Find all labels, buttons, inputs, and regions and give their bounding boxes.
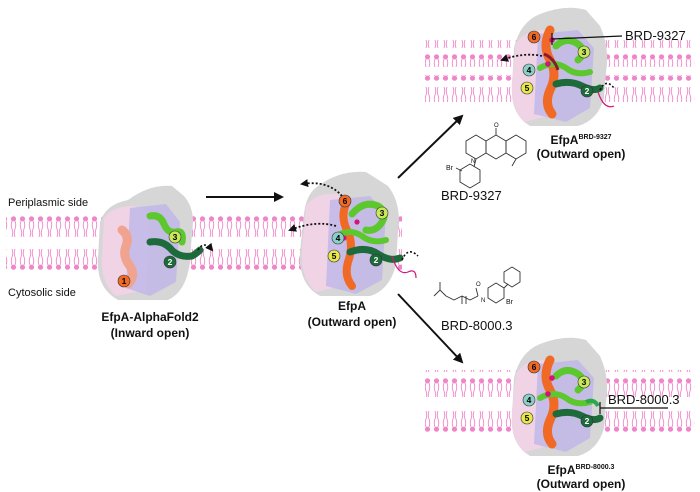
- brd9327-structure: [455, 128, 527, 189]
- site-marker-4: [522, 63, 536, 77]
- efpa-state: (Outward open): [308, 315, 397, 329]
- protein-efpa-brd9327: 6 3 4 5 2: [500, 7, 623, 126]
- svg-text:3: 3: [173, 232, 178, 242]
- svg-text:2: 2: [168, 257, 173, 267]
- periplasmic-label: Periplasmic side: [8, 197, 88, 209]
- svg-text:6: 6: [532, 362, 537, 372]
- site-marker-2: [163, 255, 177, 269]
- site-marker-3: [577, 375, 591, 389]
- efpa-brd8000-name: EfpABRD-8000.3: [548, 463, 615, 477]
- brd9327-oxygen: O: [494, 123, 499, 129]
- svg-text:5: 5: [525, 83, 530, 93]
- site-marker-3: [375, 206, 389, 220]
- svg-text:6: 6: [343, 196, 348, 206]
- brd8000-bromine: Br: [506, 299, 514, 306]
- efpa-brd9327-name: EfpABRD-9327: [550, 133, 611, 147]
- site-marker-2: [580, 414, 594, 428]
- callout-brd8000: BRD-8000.3: [608, 392, 680, 407]
- brd9327-bromine: Br: [446, 165, 454, 172]
- site-marker-2: [580, 84, 594, 98]
- svg-text:6: 6: [532, 32, 537, 42]
- alphafold2-name: EfpA-AlphaFold2: [101, 310, 199, 324]
- svg-text:3: 3: [582, 47, 587, 57]
- site-marker-5: [520, 81, 534, 95]
- callout-brd9327: BRD-9327: [625, 28, 686, 43]
- site-marker-3: [577, 45, 591, 59]
- site-marker-6: [338, 194, 352, 208]
- protein-alphafold2: 3 2 1: [97, 185, 214, 300]
- site-marker-2: [369, 253, 383, 267]
- svg-text:3: 3: [582, 377, 587, 387]
- efpa-brd9327-state: (Outward open): [537, 147, 626, 161]
- efpa-name: EfpA: [338, 299, 366, 313]
- site-marker-6: [527, 360, 541, 374]
- arrow-to-brd8000: [397, 293, 464, 364]
- svg-text:2: 2: [374, 255, 379, 265]
- svg-text:1: 1: [122, 276, 127, 286]
- svg-text:2: 2: [585, 86, 590, 96]
- protein-efpa: 6 3 4 5 2: [288, 171, 419, 296]
- brd9327-label: BRD-9327: [441, 188, 502, 203]
- site-marker-1: [117, 274, 131, 288]
- brd8000-label: BRD-8000.3: [441, 318, 513, 333]
- svg-text:4: 4: [527, 395, 532, 405]
- site-marker-5: [327, 249, 341, 263]
- cytosolic-label: Cytosolic side: [8, 287, 76, 299]
- svg-text:5: 5: [525, 413, 530, 423]
- svg-text:4: 4: [527, 65, 532, 75]
- alphafold2-state: (Inward open): [111, 326, 190, 340]
- site-marker-4: [522, 393, 536, 407]
- site-marker-6: [527, 30, 541, 44]
- efpa-brd8000-state: (Outward open): [537, 477, 626, 491]
- brd8000-structure: [433, 266, 521, 304]
- brd8000-nitrogen: N: [481, 298, 485, 304]
- brd9327-nitrogen: N: [471, 159, 475, 165]
- site-marker-5: [520, 411, 534, 425]
- svg-text:5: 5: [332, 251, 337, 261]
- brd8000-oxygen: O: [476, 282, 481, 288]
- protein-efpa-brd8000: 6 3 4 5 2: [511, 337, 668, 456]
- svg-text:3: 3: [380, 208, 385, 218]
- svg-text:4: 4: [336, 233, 341, 243]
- svg-text:2: 2: [585, 416, 590, 426]
- site-marker-4: [331, 231, 345, 245]
- site-marker-3: [168, 230, 182, 244]
- arrow-to-brd9327: [397, 114, 464, 179]
